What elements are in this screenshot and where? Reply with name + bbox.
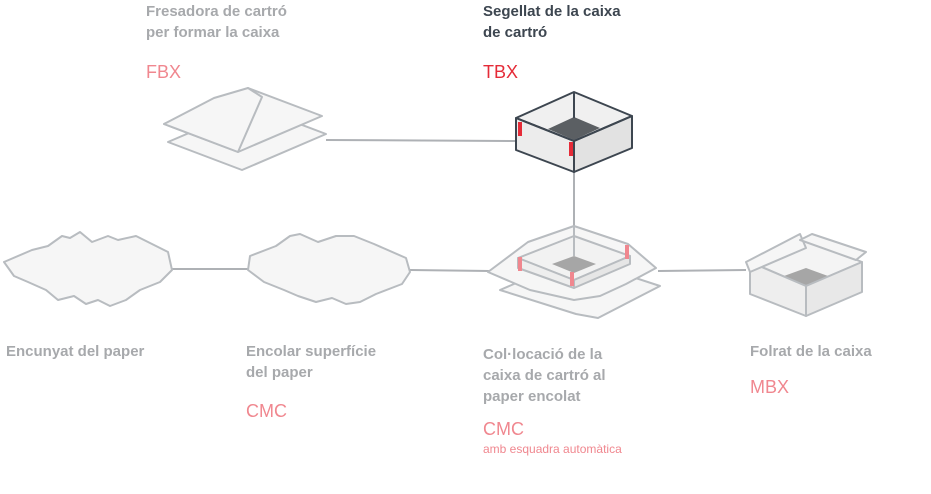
step-title-die-cut: Encunyat del paper (6, 341, 144, 362)
cross-sheet-icon (3, 231, 173, 307)
glued-sheet-icon (247, 233, 411, 305)
connector-glue-placement (409, 269, 491, 272)
step-title-placement: Col·locació de la caixa de cartró al pap… (483, 344, 606, 407)
box-on-sheet-icon (487, 225, 661, 319)
step-title-line: de cartró (483, 24, 548, 41)
step-title-line: caixa de cartró al (483, 367, 606, 384)
step-title-line: Col·locació de la (483, 346, 603, 363)
connector-placement-mbx (657, 269, 747, 272)
step-code-placement: CMC (483, 419, 524, 439)
step-code-mbx: MBX (750, 377, 790, 397)
step-title-mbx: Folrat de la caixa (750, 341, 872, 362)
step-title-line: del paper (246, 364, 313, 381)
lined-box-icon (745, 233, 867, 317)
sealed-box-icon (515, 91, 633, 173)
step-title-line: Folrat de la caixa (750, 343, 872, 360)
step-title-line: paper encolat (483, 388, 581, 405)
connectors (172, 139, 747, 272)
step-title-line: Encunyat del paper (6, 343, 145, 360)
step-code-fbx: FBX (146, 62, 182, 82)
step-title-line: Segellat de la caixa (483, 3, 621, 20)
step-title-fbx: Fresadora de cartró per formar la caixa (146, 1, 287, 43)
step-title-line: Encolar superfície (246, 343, 377, 360)
step-code-tbx: TBX (483, 62, 519, 82)
step-title-line: per formar la caixa (146, 24, 280, 41)
step-title-tbx: Segellat de la caixa de cartró (483, 1, 621, 43)
step-title-glue: Encolar superfície del paper (246, 341, 376, 383)
step-title-line: Fresadora de cartró (146, 3, 287, 20)
step-code-glue: CMC (246, 401, 287, 421)
flat-board-icon (163, 87, 327, 171)
step-subtitle-placement: amb esquadra automàtica (483, 442, 622, 456)
connector-fbx-tbx (325, 139, 517, 142)
